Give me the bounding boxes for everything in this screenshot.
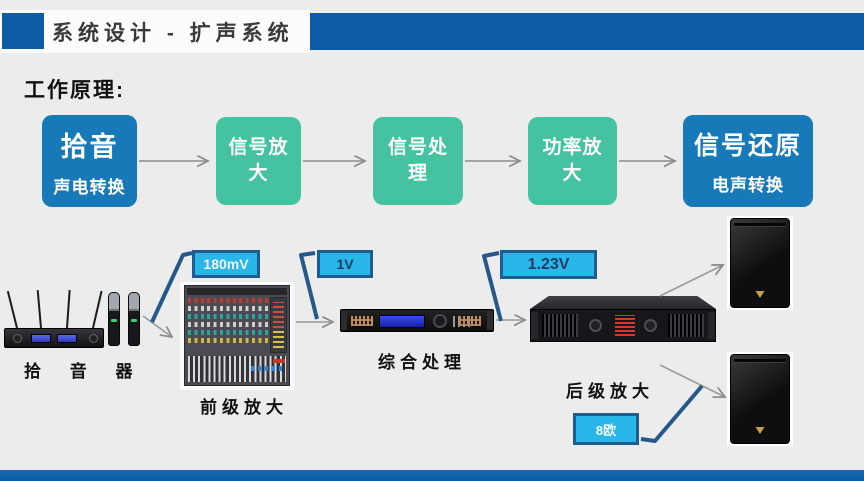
antenna (36, 290, 42, 329)
mixer-knob-row (188, 338, 269, 343)
processor-display (379, 315, 425, 328)
receiver-knob (13, 334, 22, 343)
signal-level-badge-123v: 1.23V (500, 250, 597, 279)
wireless-mic-receiver-image (4, 288, 154, 350)
poweramp-label: 后级放大 (566, 382, 654, 401)
processor-knob (433, 314, 447, 328)
mixer-top-strip (187, 288, 287, 295)
mixer-fader-caps (273, 359, 285, 363)
handheld-microphone (108, 292, 120, 346)
amp-vent (668, 314, 704, 337)
mixer-master-section (270, 297, 287, 353)
flow-box-label: 功率放大 (542, 137, 603, 184)
callout-line-1v (299, 251, 319, 320)
antenna (92, 290, 103, 329)
flow-box-subtitle: 声电转换 (53, 177, 126, 197)
flow-box-signal-process: 信号处理 (373, 117, 463, 205)
amp-led-meters (615, 315, 635, 336)
speaker-logo (755, 427, 765, 434)
signal-level-badge-1v: 1V (317, 250, 373, 278)
flow-box-title: 信号还原 (693, 132, 802, 160)
mixer-knob-row (188, 330, 269, 335)
signal-level-text: 1V (336, 256, 354, 272)
mixer-fader-caps (251, 366, 285, 371)
flow-box-label: 信号处理 (387, 137, 448, 184)
amp-knob (589, 319, 602, 332)
title-accent-square (2, 13, 44, 49)
receiver-display (31, 334, 51, 343)
flow-box-subtitle: 电声转换 (712, 176, 784, 195)
preamp-label: 前级放大 (200, 398, 288, 417)
speaker-logo (755, 291, 765, 298)
flow-box-label: 信号放大 (228, 137, 289, 184)
amp-vent (542, 314, 578, 337)
amp-top-face (530, 296, 716, 309)
flow-box-signal-amplify: 信号放大 (216, 117, 301, 205)
signal-level-badge-180mv: 180mV (192, 250, 260, 278)
signal-level-text: 180mV (203, 256, 249, 272)
processor-buttons (459, 316, 481, 326)
rack-ear (341, 311, 347, 330)
mixer-knob-row (188, 306, 269, 311)
mixer-knob-row (188, 314, 269, 319)
speaker-image-top (727, 216, 793, 310)
amp-front-panel (530, 309, 716, 342)
signal-level-text: 1.23V (527, 255, 570, 273)
antenna (6, 290, 18, 329)
flow-box-pickup: 拾音 声电转换 (42, 115, 137, 207)
speaker-cabinet (730, 218, 790, 308)
arrow-amp-to-top-speaker (659, 265, 723, 297)
impedance-text: 8欧 (595, 422, 617, 438)
processor-label: 综合处理 (378, 353, 466, 372)
arrow-amp-to-bottom-speaker (659, 364, 725, 397)
mixer-knob-row (188, 322, 269, 327)
rack-ear (708, 312, 715, 339)
processor-buttons (351, 316, 373, 326)
receiver-knob (89, 334, 98, 343)
title-band (0, 10, 310, 53)
mixer-panel (184, 285, 290, 386)
flow-box-title: 拾音 (60, 131, 119, 162)
receiver-display (57, 334, 77, 343)
bottom-accent-bar (0, 470, 864, 481)
mixer-image (180, 282, 294, 390)
power-amplifier-image (530, 296, 716, 342)
handheld-microphone (128, 292, 140, 346)
flow-box-restore: 信号还原 电声转换 (683, 115, 813, 207)
antenna (66, 290, 71, 329)
rack-ear (487, 311, 493, 330)
rack-ear (531, 312, 538, 339)
section-heading: 工作原理: (24, 79, 125, 102)
mixer-knob-row (188, 298, 269, 303)
title-accent-bar (310, 13, 864, 50)
amp-knob (644, 319, 657, 332)
speaker-cabinet (730, 354, 790, 444)
flow-box-power-amplify: 功率放大 (528, 117, 617, 205)
signal-processor-image (340, 309, 494, 332)
page-title: 系统设计 - 扩声系统 (52, 22, 294, 45)
microphone-label: 拾 音 器 (24, 362, 145, 381)
receiver-body (4, 328, 104, 348)
impedance-badge-8ohm: 8欧 (573, 413, 639, 445)
speaker-image-bottom (727, 352, 793, 446)
